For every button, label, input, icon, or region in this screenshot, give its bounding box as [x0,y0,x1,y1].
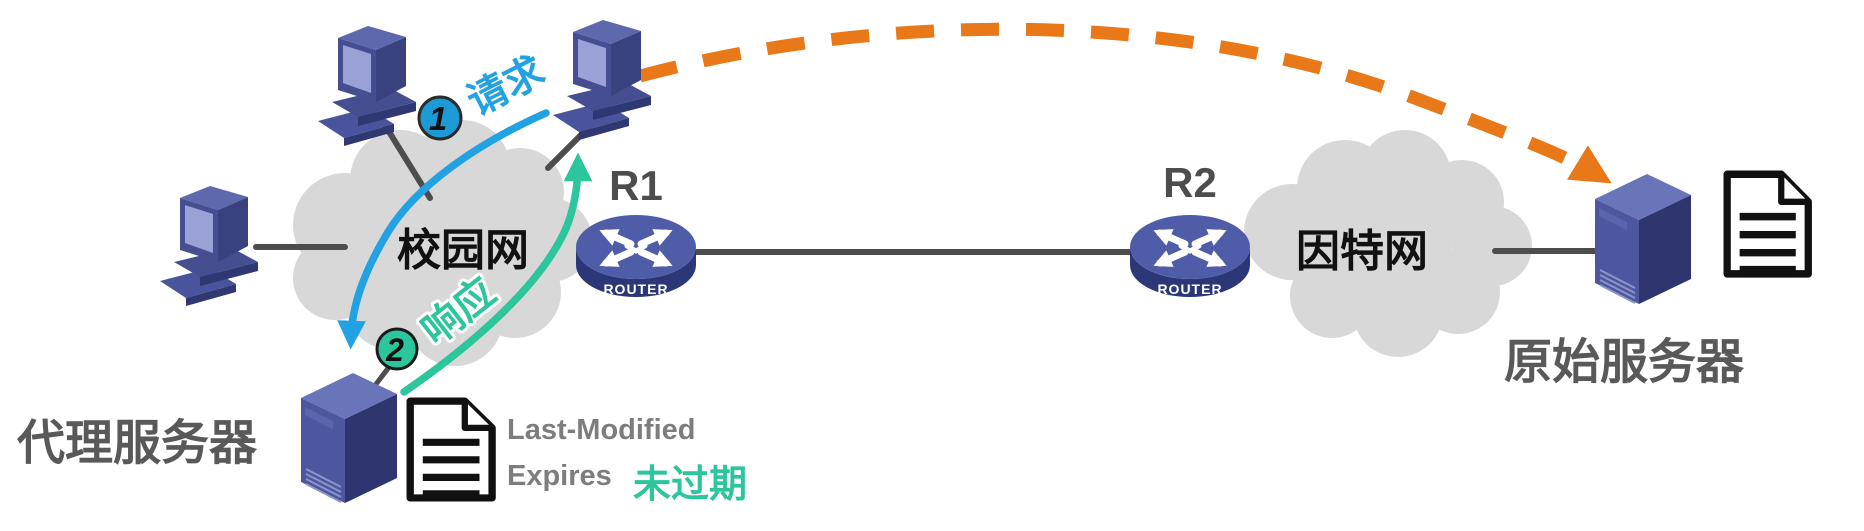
router-r2-badge: ROUTER [1157,281,1222,297]
router-r1-icon: ROUTER [576,215,696,297]
cache-field-expires: Expires [507,460,612,492]
proxy-server-icon [300,372,398,504]
step-1-badge: 1 [417,95,463,141]
cached-document-icon [410,401,492,498]
router-r1-label: R1 [609,162,663,209]
origin-server-icon [1594,173,1692,305]
step-2-badge: 2 [375,327,419,371]
pc-top-left [318,26,416,146]
proxy-server-label: 代理服务器 [16,417,258,470]
not-expired-status: 未过期 [633,464,747,506]
campus-network-label: 校园网 [397,226,529,275]
router-r2-label: R2 [1163,159,1217,206]
link-pc-topleft-cloud [380,119,433,201]
client-pc [553,20,651,140]
internet-cloud [1244,130,1532,357]
cache-field-last-modified: Last-Modified [507,414,696,446]
step-2-number: 2 [385,332,404,368]
campus-network-cloud [293,120,592,366]
origin-server-label: 原始服务器 [1504,336,1745,389]
response-arrow [400,152,593,396]
prefetch-dashed-arrow [638,22,1612,184]
internet-label: 因特网 [1296,227,1428,276]
router-r1-badge: ROUTER [603,281,668,297]
router-r2-icon: ROUTER [1130,215,1250,297]
origin-document-icon [1727,174,1808,274]
request-arrow [337,109,550,350]
step-1-number: 1 [429,100,447,137]
pc-left [160,186,258,306]
